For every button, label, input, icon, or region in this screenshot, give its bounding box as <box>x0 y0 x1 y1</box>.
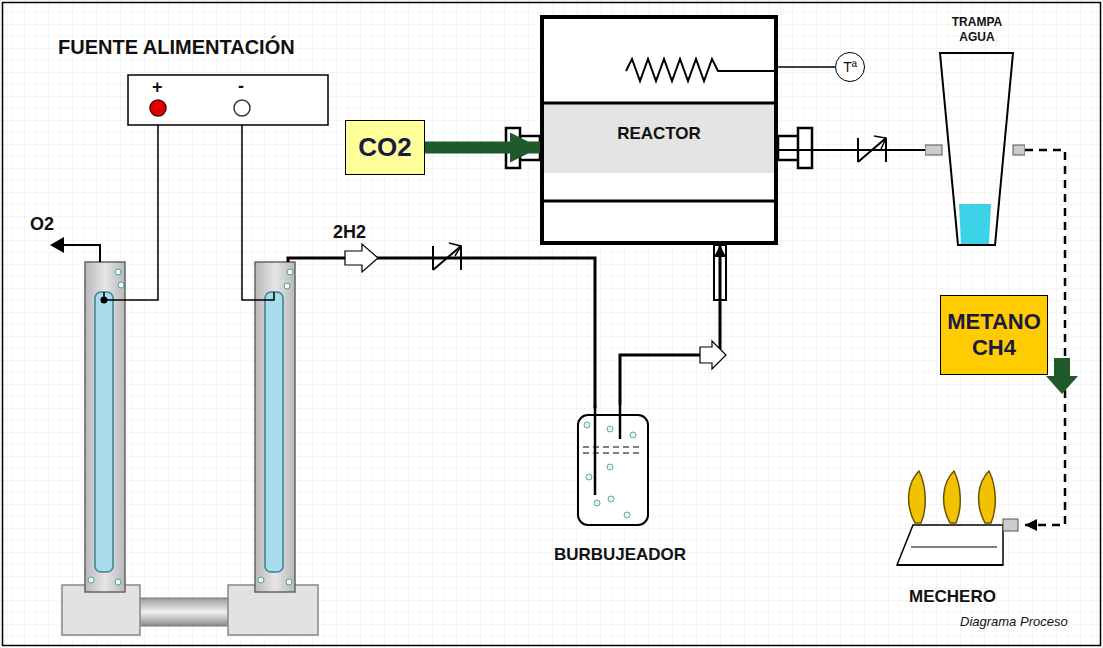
burner: MECHERO <box>880 465 1025 615</box>
water-trap: TRAMPA AGUA <box>925 15 1025 250</box>
device-title: FUENTE ALIMENTACIÓN <box>58 36 295 59</box>
flow-connector <box>778 66 835 68</box>
flow-connector <box>778 149 925 151</box>
device-label: TRAMPA AGUA <box>937 15 1017 45</box>
diagram-caption: Diagrama Proceso <box>960 614 1068 629</box>
flow-connector <box>620 245 720 405</box>
reactor-label: REACTOR <box>544 124 774 144</box>
gas-label: CO2 <box>358 132 411 163</box>
temperature-symbol: Tª <box>843 59 857 75</box>
terminal-label: + <box>152 77 163 98</box>
power-supply: FUENTE ALIMENTACIÓN + - <box>58 36 368 128</box>
sensor-circle: Tª <box>835 52 865 82</box>
gas-label: 2H2 <box>333 222 366 243</box>
product-box: METANO CH4 <box>940 295 1048 375</box>
terminal-label: - <box>238 76 244 97</box>
reactor-box: REACTOR <box>540 15 778 245</box>
gas-label: METANO CH4 <box>946 309 1042 361</box>
flow-connector <box>425 142 540 154</box>
bubbler: BURBUJEADOR <box>510 405 730 575</box>
gas-box: CO2 <box>345 120 425 175</box>
device-label: BURBUJEADOR <box>510 545 730 565</box>
water-trap <box>925 15 1025 250</box>
gas-label: O2 <box>30 214 54 235</box>
device-label: MECHERO <box>880 587 1025 607</box>
